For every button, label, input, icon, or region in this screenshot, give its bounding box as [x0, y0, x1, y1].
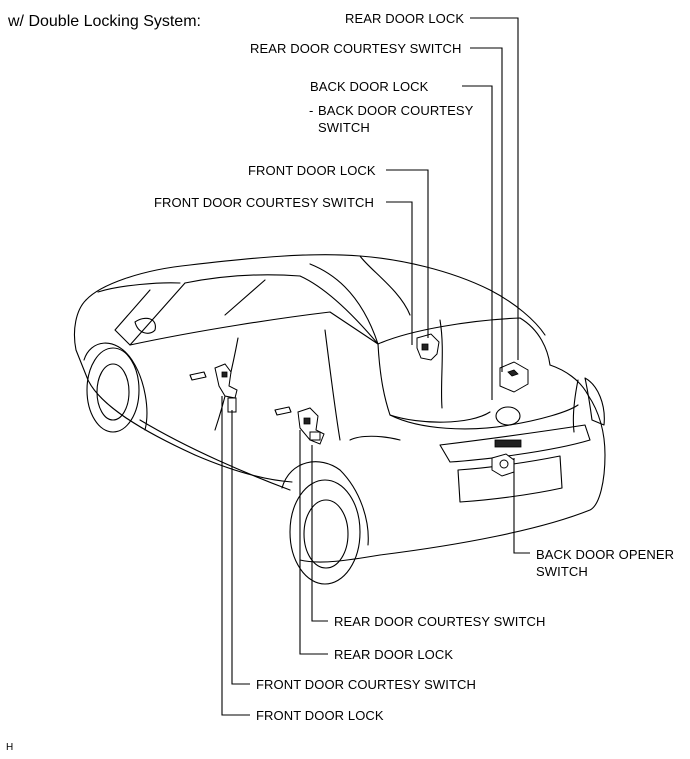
back-door-opener-switch-part [491, 439, 522, 477]
label-bottom-front-door-lock: FRONT DOOR LOCK [256, 708, 384, 723]
leader-lines [221, 17, 530, 716]
label-bottom-rear-door-courtesy-switch: REAR DOOR COURTESY SWITCH [334, 614, 546, 629]
label-top-rear-door-courtesy-switch: REAR DOOR COURTESY SWITCH [250, 41, 462, 56]
label-back-door-lock: BACK DOOR LOCK [310, 79, 429, 94]
front-door-lock-part [214, 363, 238, 413]
label-bottom-rear-door-lock: REAR DOOR LOCK [334, 647, 454, 662]
car-outline [73, 254, 606, 585]
label-back-door-courtesy-switch-line1: BACK DOOR COURTESY [318, 103, 474, 118]
rear-door-lock-part [297, 407, 325, 445]
label-top-rear-door-lock: REAR DOOR LOCK [345, 11, 465, 26]
diagram-title: w/ Double Locking System: [8, 13, 201, 30]
back-door-lock-part [416, 333, 440, 361]
label-back-door-courtesy-switch-line2: SWITCH [318, 120, 370, 135]
label-back-door-courtesy-switch-dash: - [309, 103, 314, 118]
label-back-door-opener-switch-line2: SWITCH [536, 564, 588, 579]
label-top-front-door-courtesy-switch: FRONT DOOR COURTESY SWITCH [154, 195, 375, 210]
back-door-courtesy-switch-part [499, 361, 529, 393]
label-back-door-opener-switch-line1: BACK DOOR OPENER [536, 547, 675, 562]
label-bottom-front-door-courtesy-switch: FRONT DOOR COURTESY SWITCH [256, 677, 477, 692]
figure-code: H [6, 742, 14, 753]
label-top-front-door-lock: FRONT DOOR LOCK [248, 163, 376, 178]
